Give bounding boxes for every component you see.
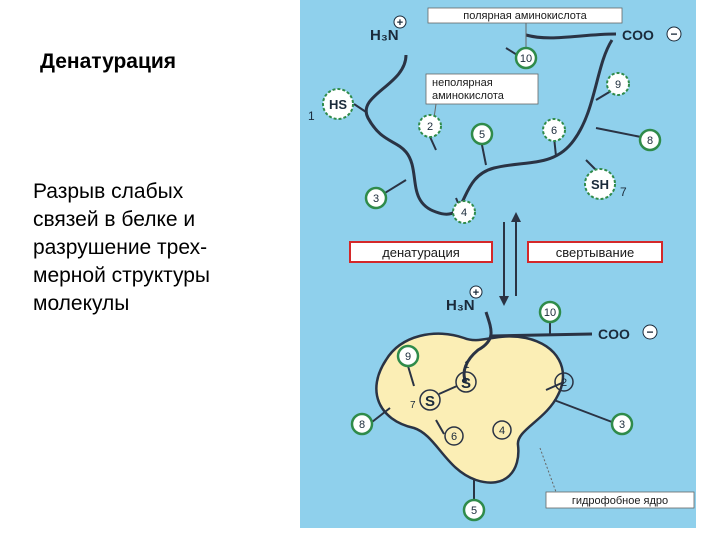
hs-group-icon (322, 88, 354, 120)
minus-charge-icon (642, 324, 658, 340)
svg-text:5: 5 (471, 505, 477, 517)
amino-acid-node: 5 (470, 122, 494, 146)
svg-text:2: 2 (427, 121, 433, 133)
minus-charge: − (646, 325, 653, 339)
unfolded-protein: полярная аминокислота неполярная аминоки… (308, 7, 682, 224)
sh-group-icon (584, 168, 616, 200)
amino-acid-node: 6 (542, 118, 566, 142)
svg-text:5: 5 (479, 129, 485, 141)
svg-text:4: 4 (499, 425, 505, 437)
svg-text:10: 10 (544, 307, 556, 319)
plus-charge: + (473, 287, 479, 299)
amino-acid-node: 9 (396, 344, 420, 368)
amino-acid-node: 4 (492, 420, 512, 440)
sulfur-group: S (461, 375, 471, 392)
amino-acid-node: 2 (418, 114, 442, 138)
amino-acid-node: 4 (452, 200, 476, 224)
plus-charge-icon (469, 285, 483, 299)
amino-acid-node: 10 (538, 300, 562, 324)
side-chain (371, 407, 391, 423)
plus-charge: + (397, 17, 403, 29)
nonpolar-amino-acid-label-1: неполярная (432, 77, 493, 89)
amino-acid-node: 2 (554, 372, 574, 392)
arrow-head-up (511, 212, 521, 222)
svg-text:6: 6 (551, 125, 557, 137)
amino-acid-node: 5 (462, 498, 486, 522)
svg-text:10: 10 (520, 53, 532, 65)
svg-text:2: 2 (561, 377, 567, 389)
hs-index: 1 (308, 109, 315, 123)
sh-index: 7 (620, 185, 627, 199)
side-chain (553, 399, 613, 423)
minus-charge: − (670, 27, 677, 41)
side-chain (407, 365, 415, 387)
svg-text:8: 8 (647, 135, 653, 147)
sulfur-group: S (425, 393, 435, 410)
n-terminus-bottom: H₃N (446, 297, 475, 314)
polar-label-box (427, 7, 623, 24)
svg-text:3: 3 (619, 419, 625, 431)
nonpolar-label-box (425, 73, 539, 105)
hydrophobic-core (375, 332, 565, 484)
body-line: разрушение трех- (33, 236, 208, 259)
protein-denaturation-figure: полярная аминокислота неполярная аминоки… (296, 0, 698, 532)
minus-charge-icon (666, 26, 682, 42)
svg-text:8: 8 (359, 419, 365, 431)
folding-label: свертывание (556, 245, 634, 260)
disulfide-bond (438, 385, 458, 395)
hydrophobic-core-label: гидрофобное ядро (572, 495, 668, 507)
plus-charge-icon (393, 15, 407, 29)
sh-group: SH (591, 177, 609, 192)
side-chain (545, 381, 565, 391)
amino-acid-node: 3 (364, 186, 388, 210)
body-line: мерной структуры (33, 264, 211, 287)
amino-acid-node: 3 (610, 412, 634, 436)
sulfur-index: 1 (464, 360, 470, 371)
slide-title: Денатурация (40, 50, 177, 73)
amino-acid-node: 8 (638, 128, 662, 152)
sulfur-group-icon (419, 389, 441, 411)
c-terminus-top: COO (622, 27, 654, 43)
sulfur-index: 7 (410, 400, 416, 411)
n-terminus-top: H₃N (370, 27, 399, 44)
denaturation-label-box (349, 241, 493, 263)
amino-acid-node: 8 (350, 412, 374, 436)
amino-acid-node: 10 (514, 46, 538, 70)
body-line: связей в белке и (33, 208, 196, 231)
svg-text:3: 3 (373, 193, 379, 205)
folded-protein: H₃N + COO − S 1 S 7 10 9 2 8 (350, 285, 695, 522)
c-terminus-bottom: COO (598, 326, 630, 342)
polypeptide-chain (364, 39, 614, 216)
slide-body-text: Разрыв слабых связей в белке и разрушени… (33, 178, 303, 318)
polar-amino-acid-label: полярная аминокислота (463, 10, 587, 22)
amino-acid-node: 9 (606, 72, 630, 96)
sulfur-group-icon (455, 371, 477, 393)
folding-label-box (527, 241, 663, 263)
denaturation-label: денатурация (382, 245, 460, 260)
body-line: Разрыв слабых (33, 180, 184, 203)
side-chain (353, 103, 367, 113)
core-label-box (545, 491, 695, 509)
body-line: молекулы (33, 292, 130, 315)
svg-text:6: 6 (451, 431, 457, 443)
process-labels: денатурация свертывание (349, 212, 663, 306)
chain-tail-right (525, 32, 617, 40)
svg-text:9: 9 (405, 351, 411, 363)
amino-acid-node: 6 (444, 426, 464, 446)
side-chain (435, 419, 445, 435)
svg-text:4: 4 (461, 207, 467, 219)
svg-text:9: 9 (615, 79, 621, 91)
hs-group: HS (329, 97, 347, 112)
side-chain (595, 127, 647, 139)
arrow-head-down (499, 296, 509, 306)
nonpolar-amino-acid-label-2: аминокислота (432, 90, 505, 102)
chain-tail-folded (491, 332, 593, 338)
